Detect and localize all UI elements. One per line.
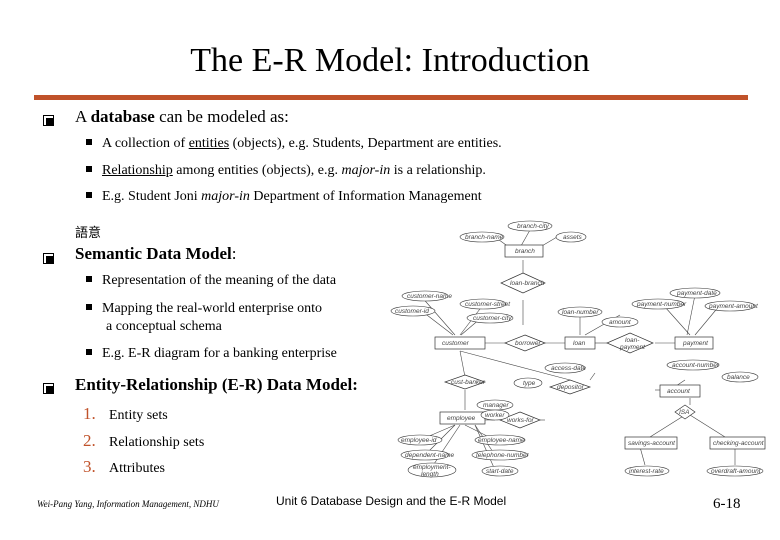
section1-heading: A database can be modeled as:: [75, 107, 289, 126]
svg-text:payment-date: payment-date: [676, 290, 717, 297]
svg-text:loan-: loan-: [625, 337, 640, 344]
svg-text:account: account: [667, 388, 691, 395]
svg-text:employee-name: employee-name: [478, 437, 525, 444]
svg-text:payment: payment: [619, 344, 646, 351]
svg-text:customer-city: customer-city: [473, 315, 512, 322]
svg-text:manager: manager: [483, 402, 509, 409]
svg-text:works-for: works-for: [507, 417, 535, 424]
slide-title: The E-R Model: Introduction: [190, 42, 590, 79]
svg-text:payment: payment: [682, 340, 709, 347]
svg-text:branch-city: branch-city: [517, 223, 550, 230]
section1-bullet-1: A collection of entities (objects), e.g.…: [86, 136, 502, 152]
svg-text:ISA: ISA: [679, 409, 689, 416]
square-bullet-icon: [86, 349, 92, 355]
section2-bullet-3: E.g. E-R diagram for a banking enterpris…: [86, 346, 337, 362]
svg-text:employment-: employment-: [413, 464, 451, 471]
section3-item-3: 3.Attributes: [83, 457, 165, 476]
svg-text:account-number: account-number: [672, 362, 720, 369]
svg-text:interest-rate: interest-rate: [629, 468, 664, 475]
section2-bullet-2: Mapping the real-world enterprise onto: [86, 301, 322, 317]
svg-text:payment-amount: payment-amount: [708, 303, 759, 310]
svg-text:branch-name: branch-name: [465, 234, 504, 241]
svg-text:telephone-number: telephone-number: [476, 452, 530, 459]
section2-bullet-1: Representation of the meaning of the dat…: [86, 273, 336, 289]
footer-page-number: 6-18: [713, 496, 741, 512]
footer-author: Wei-Pang Yang, Information Management, N…: [37, 499, 219, 509]
svg-text:type: type: [523, 380, 536, 387]
svg-text:checking-account: checking-account: [713, 440, 765, 447]
er-diagram: branch-city branch-name assets branch lo…: [390, 220, 766, 478]
checkbox-bullet-icon: [43, 383, 54, 394]
title-divider: [34, 95, 748, 100]
section3-item-2: 2.Relationship sets: [83, 431, 205, 450]
svg-text:access-date: access-date: [551, 365, 586, 372]
section3-heading: Entity-Relationship (E-R) Data Model:: [75, 375, 358, 394]
svg-text:worker: worker: [485, 412, 505, 419]
svg-text:start-date: start-date: [486, 468, 514, 475]
svg-text:depositor: depositor: [557, 384, 585, 391]
checkbox-bullet-icon: [43, 115, 54, 126]
svg-text:customer: customer: [442, 340, 470, 347]
section2-bullet-2-cont: a conceptual schema: [106, 319, 222, 334]
svg-text:customer-name: customer-name: [407, 293, 452, 300]
checkbox-bullet-icon: [43, 253, 54, 264]
svg-text:assets: assets: [563, 234, 583, 241]
svg-text:amount: amount: [609, 319, 632, 326]
square-bullet-icon: [86, 166, 92, 172]
svg-text:employee: employee: [447, 415, 476, 422]
svg-text:customer-street: customer-street: [465, 301, 511, 308]
chinese-annotation: 語意: [75, 225, 102, 240]
svg-text:overdraft-amount: overdraft-amount: [711, 468, 762, 475]
svg-text:customer-id: customer-id: [395, 308, 429, 315]
square-bullet-icon: [86, 304, 92, 310]
svg-text:loan: loan: [573, 340, 586, 347]
svg-text:loan-number: loan-number: [562, 309, 599, 316]
svg-text:borrower: borrower: [515, 340, 541, 347]
footer-unit: Unit 6 Database Design and the E-R Model: [276, 494, 507, 508]
svg-text:dependent-name: dependent-name: [405, 452, 455, 459]
svg-text:cust-banker: cust-banker: [451, 379, 486, 386]
section1-bullet-3: E.g. Student Joni major-in Department of…: [86, 189, 482, 205]
section3-item-1: 1.Entity sets: [83, 404, 168, 423]
square-bullet-icon: [86, 139, 92, 145]
section1-bullet-2: Relationship among entities (objects), e…: [86, 163, 486, 179]
svg-text:branch: branch: [515, 248, 535, 255]
svg-text:balance: balance: [727, 374, 750, 381]
svg-text:payment-number: payment-number: [636, 301, 687, 308]
square-bullet-icon: [86, 276, 92, 282]
svg-text:length: length: [421, 471, 439, 478]
svg-text:employee-id: employee-id: [401, 437, 437, 444]
svg-text:loan-branch: loan-branch: [510, 280, 545, 287]
square-bullet-icon: [86, 192, 92, 198]
svg-text:savings-account: savings-account: [628, 440, 676, 447]
section2-heading: Semantic Data Model:: [75, 244, 237, 263]
